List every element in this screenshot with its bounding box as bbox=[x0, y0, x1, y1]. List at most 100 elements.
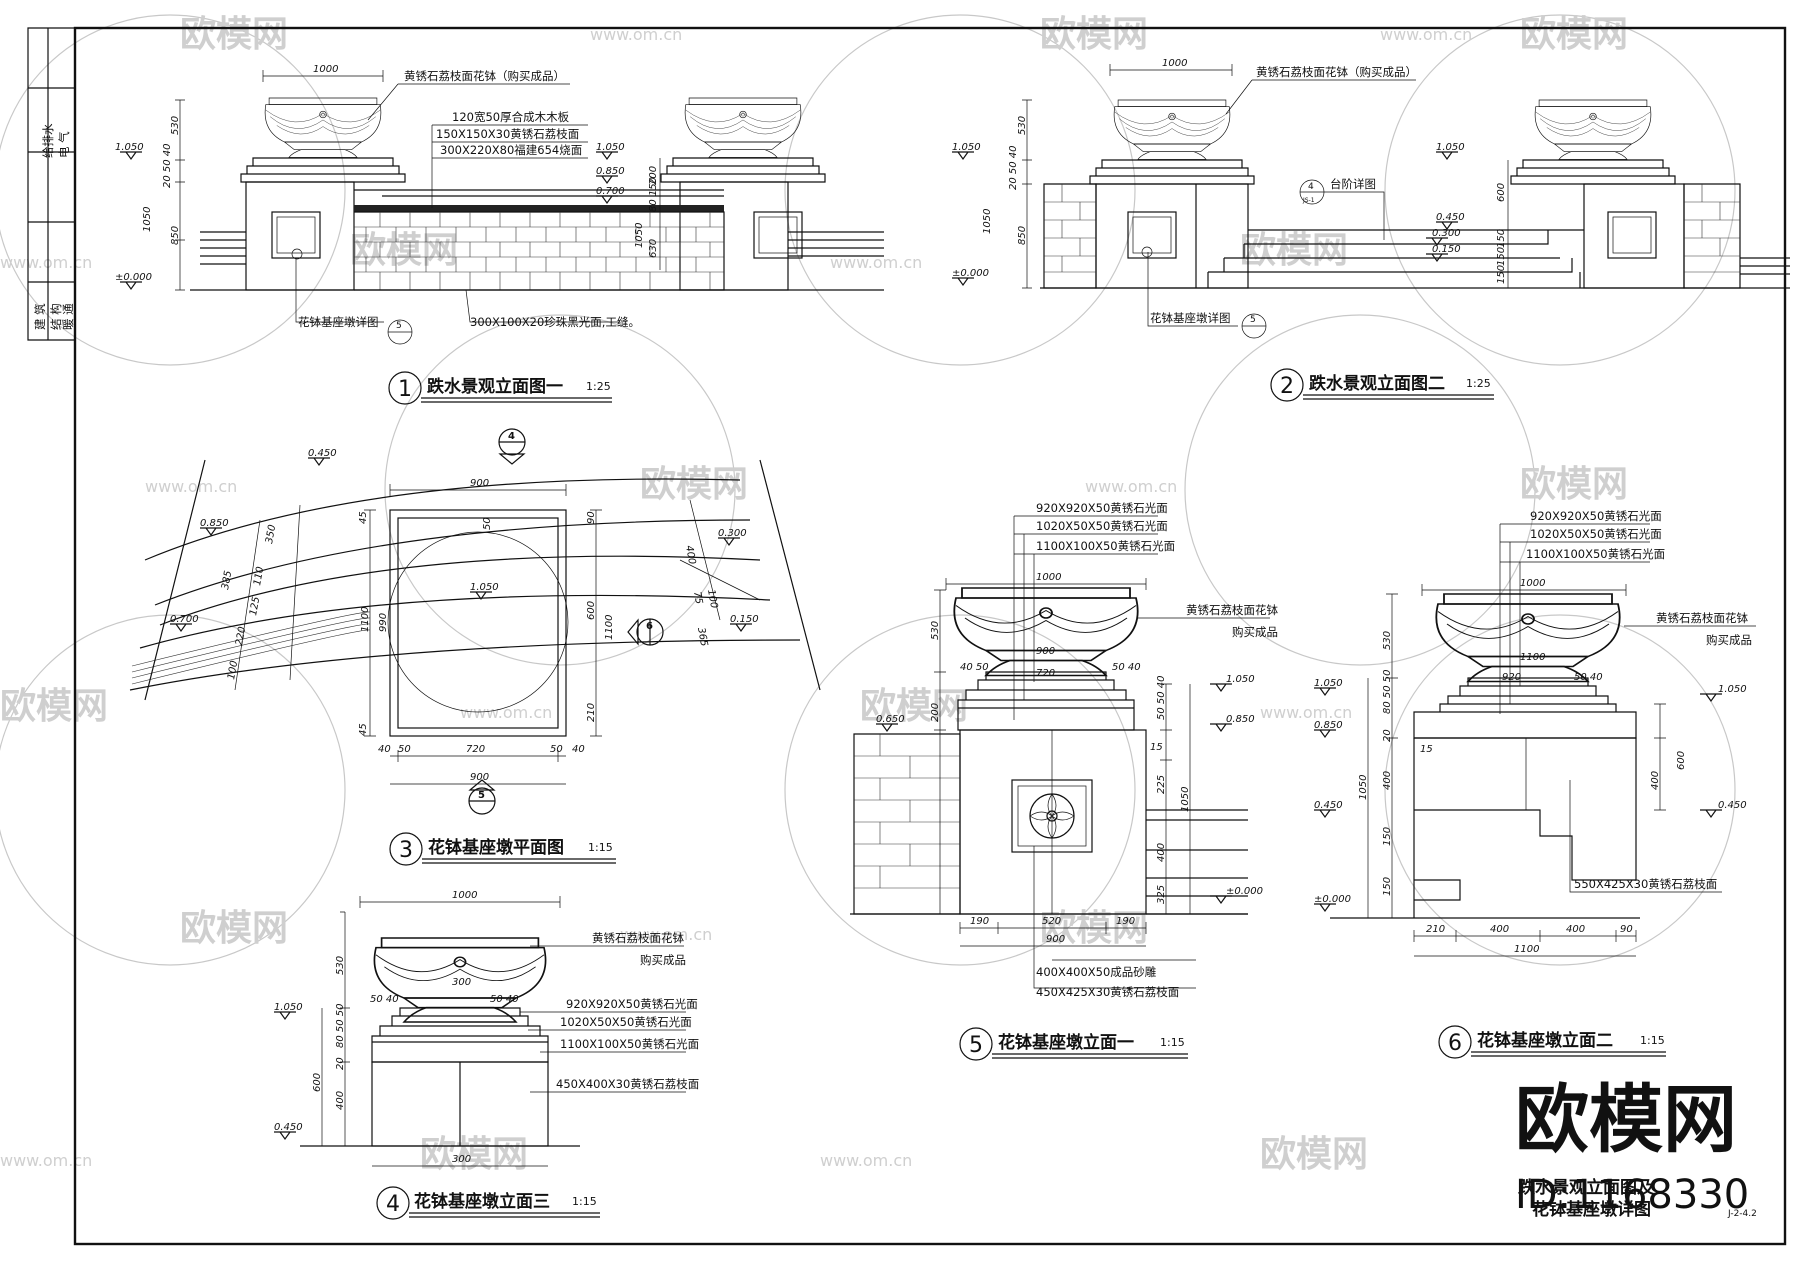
v6-dim-1050: 1050 bbox=[1358, 775, 1369, 800]
wm-brand-11: 欧模网 bbox=[1040, 908, 1148, 949]
v6-dim-400d: 400 bbox=[1566, 924, 1585, 935]
sheet-title-line-2: 花钵基座墩详图 bbox=[1532, 1199, 1651, 1220]
v3-dim-600: 600 bbox=[586, 601, 597, 620]
v3-dim-900-bot: 900 bbox=[470, 772, 489, 783]
v5-dim-200: 200 bbox=[930, 703, 941, 722]
v3-lvl-3: 0.700 bbox=[170, 614, 199, 625]
v2-dim-150a: 150 bbox=[1496, 229, 1507, 248]
v6-dim-15: 15 bbox=[1420, 744, 1433, 755]
v1-scale: 1:25 bbox=[586, 380, 611, 393]
v6-dim-150a: 150 bbox=[1382, 827, 1393, 846]
v6-dim-1100: 1100 bbox=[1520, 652, 1545, 663]
v2-lvl-5: 0.300 bbox=[1432, 228, 1461, 239]
v6-lvl-2: 0.850 bbox=[1314, 720, 1343, 731]
v5-title-no: 5 bbox=[969, 1033, 983, 1058]
v4-label-face: 450X400X30黄锈石荔枝面 bbox=[556, 1077, 699, 1091]
v2-dim-850: 850 bbox=[1017, 226, 1028, 245]
v3-dim-220: 220 bbox=[234, 626, 248, 647]
v6-dim-530: 530 bbox=[1382, 631, 1393, 650]
v5-dim-505040: 50 50 40 bbox=[1156, 675, 1167, 720]
v5-dim-1050: 1050 bbox=[1180, 787, 1191, 812]
v6-dim-5040: 50 40 bbox=[1574, 672, 1603, 683]
v1-label-cap: 150X150X30黄锈石荔枝面 bbox=[436, 127, 579, 141]
v5-dim-720: 720 bbox=[1036, 668, 1055, 679]
v4-title-no: 4 bbox=[386, 1192, 400, 1217]
v1-dim-1050: 1050 bbox=[142, 207, 153, 232]
sheet-title-line-1: 跌水景观立面图及 bbox=[1518, 1177, 1655, 1198]
v1-lvl-1: 1.050 bbox=[115, 142, 144, 153]
view-3-plan: 1.050 900 720 900 40 50 50 40 1100 990 1… bbox=[129, 428, 821, 866]
v2-lvl-2: ±0.000 bbox=[952, 268, 989, 279]
v2-lvl-3: 1.050 bbox=[1436, 142, 1465, 153]
v5-lvl-3: ±0.000 bbox=[1226, 886, 1263, 897]
v2-dim-1050: 1050 bbox=[982, 209, 993, 234]
wm-brand-8: 欧模网 bbox=[0, 686, 108, 727]
v3-scale: 1:15 bbox=[588, 841, 613, 854]
v3-dim-210: 210 bbox=[586, 703, 597, 722]
v2-label-detail: 花钵基座墩详图 bbox=[1150, 311, 1231, 325]
v4-lvl-1: 1.050 bbox=[274, 1002, 303, 1013]
v3-dim-100a: 100 bbox=[226, 660, 240, 681]
wm-url-6: www.om.cn bbox=[1085, 477, 1177, 496]
wm-brand-1: 欧模网 bbox=[180, 14, 288, 55]
wm-url-10: www.om.cn bbox=[0, 1151, 92, 1170]
v2-detail-ref: 5 bbox=[1250, 315, 1256, 325]
v2-label-stair: 台阶详图 bbox=[1330, 177, 1376, 191]
v1-dim-850: 850 bbox=[170, 226, 181, 245]
v3-title-no: 3 bbox=[399, 838, 413, 863]
v4-dim-530: 530 bbox=[335, 956, 346, 975]
v5-label-buy: 购买成品 bbox=[1232, 625, 1278, 639]
v5-dim-15: 15 bbox=[1150, 742, 1163, 753]
v5-label-cap1: 920X920X50黄锈石光面 bbox=[1036, 501, 1168, 515]
v2-title-no: 2 bbox=[1280, 374, 1294, 399]
wm-brand-5: 欧模网 bbox=[1240, 230, 1348, 271]
v1-dim-205040: 20 50 40 bbox=[162, 143, 173, 188]
sheet-title-block: 跌水景观立面图及 花钵基座墩详图 J-2-4.2 bbox=[1518, 1177, 1757, 1220]
v1-label-tile: 300X100X20珍珠黑光面,工缝。 bbox=[470, 315, 640, 329]
wm-url-7: www.om.cn bbox=[460, 703, 552, 722]
v5-dim-225: 225 bbox=[1156, 775, 1167, 794]
v5-dim-5040: 50 40 bbox=[1112, 662, 1141, 673]
v3-section-6: 6 bbox=[646, 621, 653, 632]
v6-dim-1000: 1000 bbox=[1520, 578, 1545, 589]
side-label-3: 建 筑 bbox=[33, 303, 47, 330]
v2-lvl-4: 0.450 bbox=[1436, 212, 1465, 223]
v6-label-face: 550X425X30黄锈石荔枝面 bbox=[1574, 877, 1717, 891]
v6-dim-150b: 150 bbox=[1382, 877, 1393, 896]
v3-dim-900-top: 900 bbox=[470, 478, 489, 489]
watermark-layer: 欧模网 欧模网 欧模网 www.om.cn www.om.cn 欧模网 欧模网 … bbox=[0, 14, 1749, 1218]
v1-lvl-4: 0.850 bbox=[596, 166, 625, 177]
v5-title: 花钵基座墩立面一 bbox=[998, 1032, 1134, 1053]
v6-dim-400c: 400 bbox=[1490, 924, 1509, 935]
wm-url-5: www.om.cn bbox=[145, 477, 237, 496]
v6-lvl-4: ±0.000 bbox=[1314, 894, 1351, 905]
v5-dim-400: 400 bbox=[1156, 843, 1167, 862]
v5-dim-900: 900 bbox=[1036, 646, 1055, 657]
v3-section-4: 4 bbox=[508, 431, 515, 442]
wm-brand-10: 欧模网 bbox=[180, 908, 288, 949]
wm-brand-large: 欧模网 bbox=[1515, 1077, 1737, 1163]
v3-dim-990: 990 bbox=[378, 613, 389, 632]
v4-dim-300b: 300 bbox=[452, 1154, 471, 1165]
v1-title: 跌水景观立面图一 bbox=[427, 376, 563, 397]
v4-lvl-2: 0.450 bbox=[274, 1122, 303, 1133]
v5-label-cap3: 1100X100X50黄锈石光面 bbox=[1036, 539, 1175, 553]
v6-dim-90: 90 bbox=[1620, 924, 1633, 935]
v2-dim-600: 600 bbox=[1496, 183, 1507, 202]
wm-brand-9: 欧模网 bbox=[860, 686, 968, 727]
wm-url-2: www.om.cn bbox=[1380, 25, 1472, 44]
view-5-elevation: 1000 900 720 40 50 50 40 530 200 50 50 4… bbox=[850, 501, 1278, 1061]
v1-dim-80150: 80 150 bbox=[648, 177, 659, 212]
v5-dim-900b: 900 bbox=[1046, 934, 1065, 945]
v4-dim-600: 600 bbox=[312, 1073, 323, 1092]
v3-lvl-1: 0.450 bbox=[308, 448, 337, 459]
v2-dim-205040: 20 50 40 bbox=[1008, 145, 1019, 190]
v3-dim-75: 75 bbox=[691, 591, 704, 605]
view-4-elevation: 1000 300 50 40 50 40 530 20 80 50 50 600… bbox=[273, 890, 699, 1220]
v1-dim-1000: 1000 bbox=[313, 64, 338, 75]
v6-title: 花钵基座墩立面二 bbox=[1477, 1030, 1613, 1051]
v3-dim-720: 720 bbox=[466, 744, 485, 755]
v3-dim-1100-r: 1100 bbox=[604, 615, 615, 640]
v5-dim-325: 325 bbox=[1156, 885, 1167, 904]
v6-dim-1100b: 1100 bbox=[1514, 944, 1539, 955]
